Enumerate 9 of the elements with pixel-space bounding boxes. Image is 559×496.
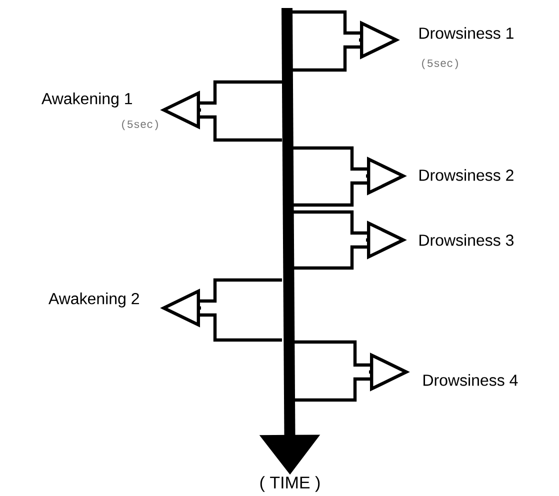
state-label: Awakening 1 [42, 92, 132, 108]
time-label: ( TIME ) [260, 476, 320, 492]
state-label: Drowsiness 2 [420, 169, 514, 181]
state-label: Awakening 2 [48, 292, 139, 308]
duration-label: (5sec) [422, 58, 458, 70]
state-label: Drowsiness 3 [420, 234, 514, 246]
duration-label: (5sec) [122, 120, 158, 130]
state-label: Drowsiness 1 [420, 27, 514, 39]
state-label: Drowsiness 4 [424, 374, 518, 386]
